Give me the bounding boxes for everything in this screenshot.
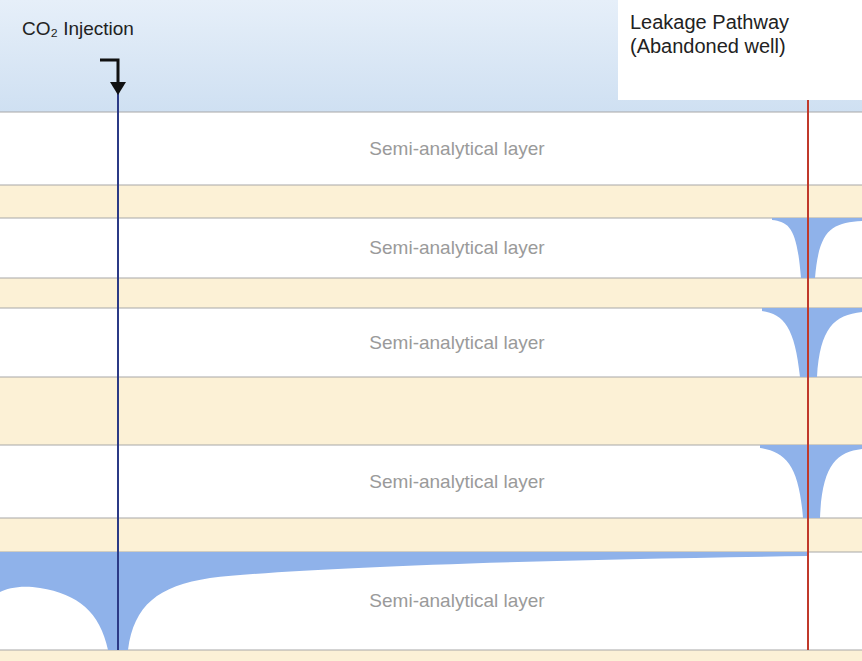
abandoned-well xyxy=(807,100,809,650)
layer-label: Semi-analytical layer xyxy=(369,138,544,160)
surface-background xyxy=(0,0,862,112)
layer-label: Semi-analytical layer xyxy=(369,237,544,259)
leakage-callout: Leakage Pathway (Abandoned well) xyxy=(618,0,862,100)
aquifer-layer: Semi-analytical layer xyxy=(0,112,862,185)
layer-label: Semi-analytical layer xyxy=(369,332,544,354)
aquifer-layer: Semi-analytical layer xyxy=(0,445,862,518)
co2-plumes xyxy=(0,218,862,650)
layer-boundary xyxy=(0,112,862,113)
well-label: CO₂ Injection xyxy=(22,18,134,40)
injection-arrow xyxy=(100,60,118,84)
callout-text: Leakage Pathway (Abandoned well) xyxy=(630,10,850,58)
aquifer-layer: Semi-analytical layer xyxy=(0,308,862,377)
aquifer-layer: Semi-analytical layer xyxy=(0,218,862,278)
layer-label: Semi-analytical layer xyxy=(369,471,544,493)
aquitard-bands xyxy=(0,185,862,661)
aquifer-layer: Semi-analytical layer xyxy=(0,552,862,650)
injection-well xyxy=(117,92,119,650)
injection-arrowhead xyxy=(110,82,126,95)
layer-label: Semi-analytical layer xyxy=(369,590,544,612)
